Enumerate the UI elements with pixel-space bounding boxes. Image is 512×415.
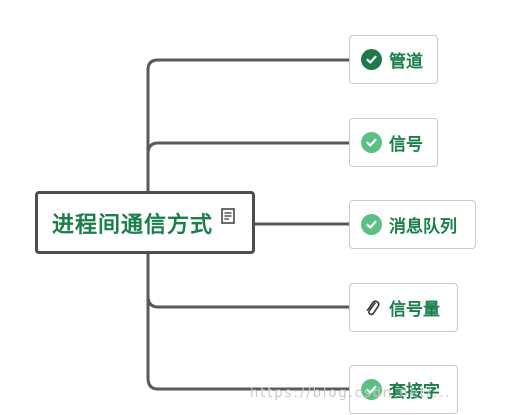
child-label: 信号: [389, 135, 423, 155]
check-circle-icon: [361, 132, 382, 153]
note-icon[interactable]: [221, 207, 235, 228]
child-node-pipe[interactable]: 管道: [349, 35, 438, 84]
check-circle-icon: [361, 379, 382, 400]
child-node-signal[interactable]: 信号: [349, 118, 438, 167]
root-label: 进程间通信方式: [52, 212, 214, 238]
watermark: https://blog.csdn.net/...: [250, 386, 452, 401]
child-label: 信号量: [389, 300, 440, 320]
child-node-message-queue[interactable]: 消息队列: [349, 200, 476, 249]
child-label: 消息队列: [389, 217, 457, 237]
child-label: 管道: [389, 52, 423, 72]
check-circle-icon: [361, 49, 382, 70]
root-node[interactable]: 进程间通信方式: [35, 191, 255, 254]
child-node-semaphore[interactable]: 信号量: [349, 283, 458, 332]
check-circle-icon: [361, 214, 382, 235]
child-label: 套接字: [389, 382, 440, 402]
child-node-socket[interactable]: 套接字: [349, 365, 458, 414]
paperclip-icon: [361, 297, 382, 318]
